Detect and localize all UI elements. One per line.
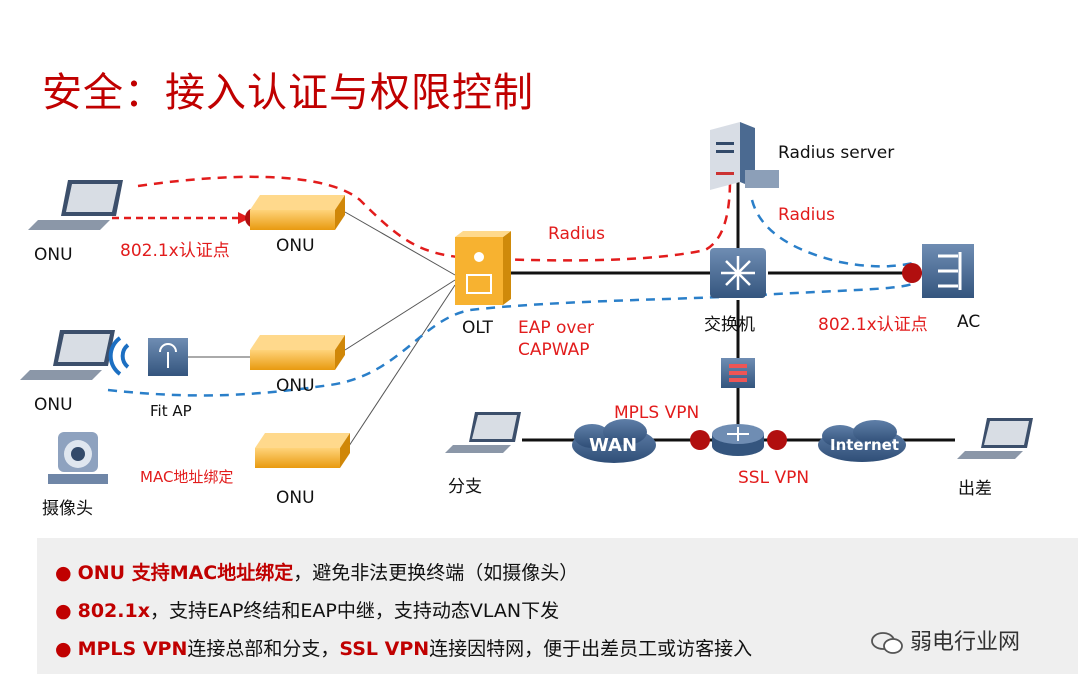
eap-over-label: EAP over bbox=[518, 318, 594, 338]
ac-label: AC bbox=[957, 312, 981, 332]
capwap-label: CAPWAP bbox=[518, 340, 590, 360]
bullet-highlight: ONU 支持MAC地址绑定 bbox=[77, 562, 294, 584]
olt-device-icon bbox=[455, 231, 511, 305]
laptop-icon bbox=[20, 330, 115, 380]
onu-device-icon bbox=[250, 335, 345, 370]
bullet-dot: ● bbox=[55, 562, 72, 584]
onu-label: ONU bbox=[34, 245, 73, 265]
capwap-path-blue bbox=[107, 281, 916, 397]
switch-label: 交换机 bbox=[704, 315, 755, 335]
router-icon bbox=[712, 424, 764, 456]
radius-left-label: Radius bbox=[548, 224, 606, 244]
summary-panel: ●ONU 支持MAC地址绑定，避免非法更换终端（如摄像头） ●802.1x，支持… bbox=[37, 538, 1078, 674]
bullet-text: 连接因特网，便于出差员工或访客接入 bbox=[429, 638, 753, 660]
fit-ap-label: Fit AP bbox=[150, 402, 192, 420]
watermark-text: 弱电行业网 bbox=[910, 630, 1021, 655]
internet-label: Internet bbox=[830, 436, 900, 454]
camera-label: 摄像头 bbox=[42, 499, 93, 519]
ssl-vpn-label: SSL VPN bbox=[738, 468, 810, 488]
fit-ap-icon bbox=[148, 338, 188, 376]
onu-label: ONU bbox=[276, 376, 315, 396]
vpn-point-left bbox=[690, 430, 710, 450]
bullet-highlight: SSL VPN bbox=[339, 638, 430, 660]
bullet-highlight: MPLS VPN bbox=[77, 638, 188, 660]
wan-cloud-icon bbox=[572, 419, 656, 463]
watermark: 弱电行业网 bbox=[870, 624, 1020, 656]
wechat-icon bbox=[871, 632, 903, 654]
dot1x-arrow-head bbox=[238, 212, 250, 224]
bullet-highlight: 802.1x bbox=[77, 600, 150, 622]
bullet-dot: ● bbox=[55, 638, 72, 660]
onu-label: ONU bbox=[34, 395, 73, 415]
radius-right-label: Radius bbox=[778, 205, 836, 225]
olt-label: OLT bbox=[462, 318, 493, 338]
laptop-icon bbox=[28, 180, 123, 230]
bullet-text: ，避免非法更换终端（如摄像头） bbox=[293, 562, 579, 584]
server-icon bbox=[710, 122, 779, 190]
bullet-item: ●ONU 支持MAC地址绑定，避免非法更换终端（如摄像头） bbox=[55, 558, 578, 585]
auth-point-ac bbox=[902, 263, 922, 283]
radius-server-label: Radius server bbox=[778, 143, 895, 163]
mpls-vpn-label: MPLS VPN bbox=[614, 403, 700, 423]
page-title: 安全：接入认证与权限控制 bbox=[42, 70, 534, 116]
internet-cloud-icon bbox=[818, 420, 906, 462]
bullet-text: 连接总部和分支， bbox=[187, 638, 340, 660]
radius-path-blue bbox=[750, 199, 919, 268]
wifi-signal-icon bbox=[108, 336, 130, 376]
ac-icon bbox=[922, 244, 974, 298]
onu-olt-links bbox=[344, 211, 456, 453]
auth-point-label: 802.1x认证点 bbox=[818, 315, 928, 335]
onu-label: ONU bbox=[276, 236, 315, 256]
business-trip-label: 出差 bbox=[958, 479, 992, 499]
wan-label: WAN bbox=[589, 435, 638, 456]
firewall-icon bbox=[721, 358, 755, 388]
mac-binding-label: MAC地址绑定 bbox=[140, 468, 234, 486]
vpn-point-right bbox=[767, 430, 787, 450]
laptop-icon bbox=[957, 418, 1033, 459]
bullet-dot: ● bbox=[55, 600, 72, 622]
onu-label: ONU bbox=[276, 488, 315, 508]
onu-device-icon bbox=[250, 195, 345, 230]
switch-icon bbox=[710, 248, 766, 298]
bullet-text: ，支持EAP终结和EAP中继，支持动态VLAN下发 bbox=[149, 600, 560, 622]
auth-point-label: 802.1x认证点 bbox=[120, 241, 230, 261]
bullet-item: ●802.1x，支持EAP终结和EAP中继，支持动态VLAN下发 bbox=[55, 596, 559, 623]
bullet-item: ●MPLS VPN连接总部和分支，SSL VPN连接因特网，便于出差员工或访客接… bbox=[55, 634, 752, 661]
onu-device-icon bbox=[255, 433, 350, 468]
branch-label: 分支 bbox=[448, 477, 482, 497]
laptop-icon bbox=[445, 412, 521, 453]
camera-icon bbox=[48, 432, 108, 484]
